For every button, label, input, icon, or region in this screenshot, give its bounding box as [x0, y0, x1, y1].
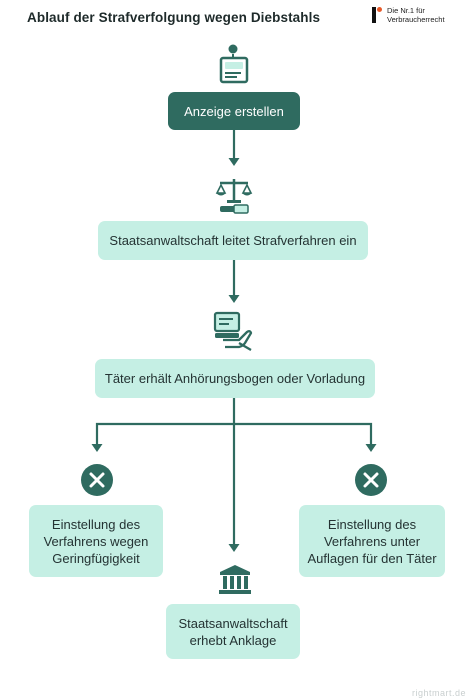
watermark: rightmart.de: [411, 688, 466, 698]
page-title: Ablauf der Strafverfolgung wegen Diebsta…: [27, 10, 321, 25]
logo-line-2: Verbraucherrecht: [387, 15, 445, 24]
clipboard-user-icon: [219, 44, 249, 84]
node-auflagen: Einstellung des Verfahrens unter Auflage…: [299, 505, 445, 577]
node-geringfuegigkeit: Einstellung des Verfahrens wegen Geringf…: [29, 505, 163, 577]
arrow-head-right: [365, 444, 377, 452]
letter-hand-icon: [213, 311, 253, 351]
arrow-head-2: [228, 295, 240, 303]
justice-scales-icon: [215, 179, 253, 214]
node-strafverfahren-label: Staatsanwaltschaft leitet Strafverfahren…: [109, 233, 357, 248]
node-auflagen-label: Einstellung des Verfahrens unter Auflage…: [307, 516, 437, 566]
node-anhoerungsbogen: Täter erhält Anhörungsbogen oder Vorladu…: [95, 359, 375, 398]
node-anzeige-erstellen-label: Anzeige erstellen: [184, 103, 284, 119]
arrow-head-center: [228, 544, 240, 552]
node-anklage: Staatsanwaltschaft erhebt Anklage: [166, 604, 300, 659]
logo-mark-icon: [368, 7, 382, 25]
x-circle-icon: [81, 464, 113, 496]
logo-line-1: Die Nr.1 für: [387, 6, 425, 15]
logo-text: Die Nr.1 für Verbraucherrecht: [387, 6, 467, 24]
courthouse-icon: [219, 565, 251, 594]
node-geringfuegigkeit-label: Einstellung des Verfahrens wegen Geringf…: [43, 516, 149, 566]
node-anklage-label: Staatsanwaltschaft erhebt Anklage: [178, 615, 288, 648]
connector-3-branch: [95, 422, 373, 446]
brand-logo: Die Nr.1 für Verbraucherrecht: [368, 5, 468, 27]
x-circle-icon: [355, 464, 387, 496]
node-anzeige-erstellen: Anzeige erstellen: [168, 92, 300, 130]
node-strafverfahren: Staatsanwaltschaft leitet Strafverfahren…: [98, 221, 368, 260]
arrow-head-1: [228, 158, 240, 166]
node-anhoerungsbogen-label: Täter erhält Anhörungsbogen oder Vorladu…: [104, 371, 366, 386]
arrow-head-left: [91, 444, 103, 452]
